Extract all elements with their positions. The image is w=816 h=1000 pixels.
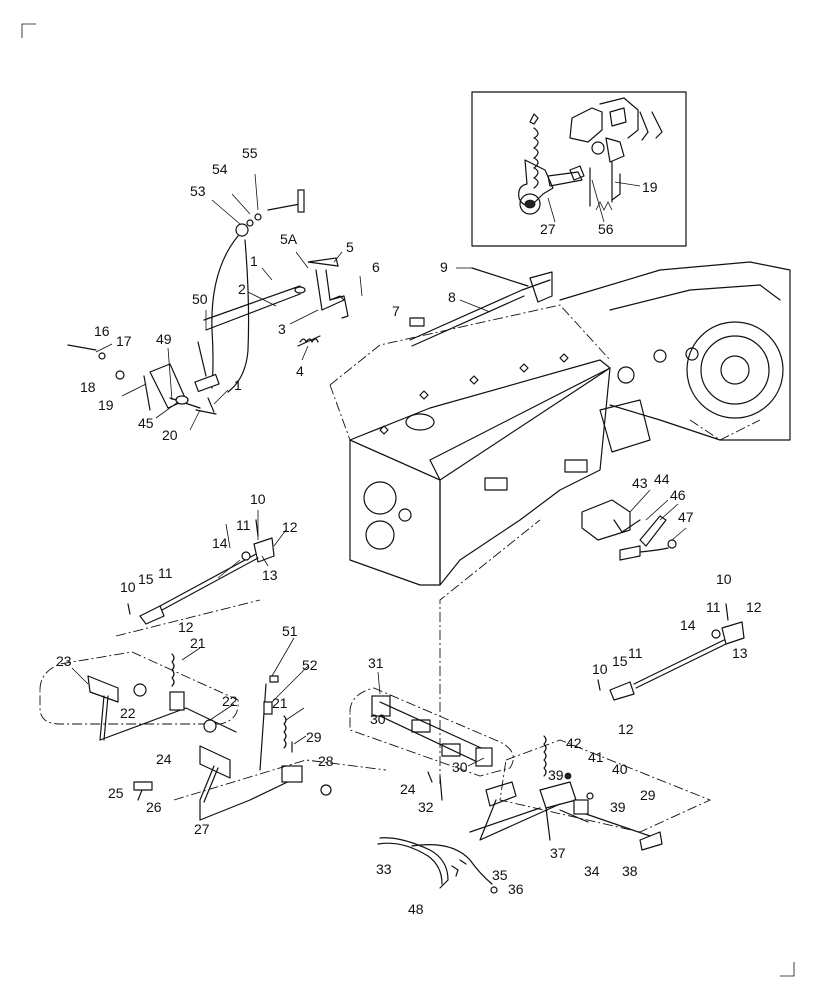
- callout-label: 5A: [280, 231, 298, 247]
- callout-label: 14: [680, 617, 696, 633]
- callout-label: 22: [120, 705, 136, 721]
- callout-label: 15: [612, 653, 628, 669]
- callout-label: 5: [346, 239, 354, 255]
- callout-label: 22: [222, 693, 238, 709]
- callout-label: 37: [550, 845, 566, 861]
- callout-label: 32: [418, 799, 434, 815]
- callout-label: 17: [116, 333, 132, 349]
- callout-label: 55: [242, 145, 258, 161]
- callout-label: 19: [642, 179, 658, 195]
- callout-label: 10: [592, 661, 608, 677]
- callout-label: 28: [318, 753, 334, 769]
- callout-label: 27: [540, 221, 556, 237]
- callout-label: 1: [250, 253, 258, 269]
- callout-label: 12: [282, 519, 298, 535]
- callout-label: 19: [98, 397, 114, 413]
- leader-lines: [71, 173, 687, 767]
- callout-label: 12: [618, 721, 634, 737]
- callout-label: 24: [156, 751, 172, 767]
- callout-label: 11: [706, 599, 721, 615]
- inset-detail: [471, 91, 687, 247]
- callout-label: 30: [370, 711, 386, 727]
- corner-marks: [21, 23, 795, 977]
- callout-label: 20: [162, 427, 178, 443]
- callout-label: 9: [440, 259, 448, 275]
- callout-label: 44: [654, 471, 670, 487]
- callout-label: 3: [278, 321, 286, 337]
- left-pedal-group: [39, 599, 387, 821]
- callout-label: 29: [640, 787, 656, 803]
- callout-label: 24: [400, 781, 416, 797]
- callout-label: 35: [492, 867, 508, 883]
- callout-label: 13: [732, 645, 748, 661]
- callout-label: 11: [158, 565, 173, 581]
- callout-label: 31: [368, 655, 384, 671]
- callout-label: 12: [746, 599, 762, 615]
- callout-label: 41: [588, 749, 604, 765]
- callout-label: 14: [212, 535, 228, 551]
- callout-label: 47: [678, 509, 694, 525]
- callout-label: 2: [238, 281, 246, 297]
- callout-label: 10: [120, 579, 136, 595]
- callout-label: 39: [548, 767, 564, 783]
- callout-label: 21: [272, 695, 288, 711]
- callout-label: 10: [716, 571, 732, 587]
- callout-label: 23: [56, 653, 72, 669]
- callout-label: 36: [508, 881, 524, 897]
- callout-label: 7: [392, 303, 400, 319]
- callout-label: 26: [146, 799, 162, 815]
- callout-label: 13: [262, 567, 278, 583]
- callout-label: 50: [192, 291, 208, 307]
- hand-throttle-assembly: [67, 189, 349, 415]
- callout-label: 6: [372, 259, 380, 275]
- callout-label: 54: [212, 161, 228, 177]
- callout-label: 52: [302, 657, 318, 673]
- callout-label: 8: [448, 289, 456, 305]
- callout-label: 34: [584, 863, 600, 879]
- right-pedal-group: [479, 735, 712, 851]
- callout-label: 25: [108, 785, 124, 801]
- callout-label: 21: [190, 635, 206, 651]
- callout-label: 4: [296, 363, 304, 379]
- callout-label: 51: [282, 623, 298, 639]
- cross-shaft: [349, 519, 541, 801]
- link-rod-left: [127, 519, 275, 625]
- callout-label: 38: [622, 863, 638, 879]
- callout-label: 33: [376, 861, 392, 877]
- callout-label: 27: [194, 821, 210, 837]
- callout-label: 11: [628, 645, 643, 661]
- callout-label: 53: [190, 183, 206, 199]
- brake-cable: [377, 807, 541, 894]
- callout-label: 12: [178, 619, 194, 635]
- callout-label: 49: [156, 331, 172, 347]
- callout-label: 10: [250, 491, 266, 507]
- callout-label: 45: [138, 415, 154, 431]
- callout-label: 30: [452, 759, 468, 775]
- callout-label: 40: [612, 761, 628, 777]
- callout-label: 39: [610, 799, 626, 815]
- callout-label: 16: [94, 323, 110, 339]
- callout-label: 48: [408, 901, 424, 917]
- sensor-bracket: [581, 499, 677, 561]
- callout-label: 46: [670, 487, 686, 503]
- callout-label: 42: [566, 735, 582, 751]
- rod-8: [409, 267, 553, 347]
- callout-label: 11: [236, 517, 251, 533]
- link-rod-right: [597, 603, 745, 701]
- callout-label: 1: [234, 377, 242, 393]
- callout-label: 15: [138, 571, 154, 587]
- callout-label: 43: [632, 475, 648, 491]
- callout-label: 18: [80, 379, 96, 395]
- transmission-housing: [329, 261, 791, 586]
- callout-label: 29: [306, 729, 322, 745]
- callout-label: 56: [598, 221, 614, 237]
